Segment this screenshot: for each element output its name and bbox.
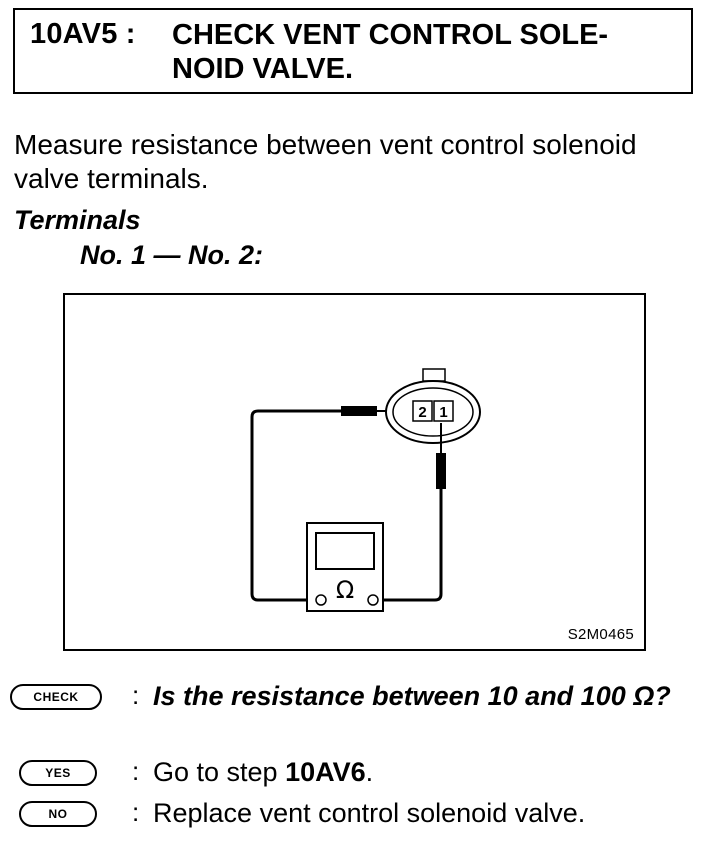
check-colon: : [132,680,140,710]
no-badge: NO [19,801,97,827]
yes-text-suffix: . [365,757,374,787]
check-badge: CHECK [10,684,102,710]
check-question: Is the resistance between 10 and 100 Ω? [153,681,671,711]
no-colon: : [132,797,140,827]
ohmmeter: Ω [306,522,384,612]
step-id: 10AV5 : [30,18,136,50]
yes-text: Go to step 10AV6. [153,756,373,789]
instruction-text: Measure resistance between vent control … [14,129,637,194]
ohm-symbol: Ω [336,576,354,604]
yes-text-prefix: Go to step [153,757,286,787]
probe-right [436,453,446,489]
wiring-diagram: 2 1 Ω [250,368,481,612]
figure-code: S2M0465 [567,626,634,643]
terminal-1-label: 1 [439,404,447,421]
connector-inner [392,387,474,437]
terminals-heading: Terminals [14,205,141,235]
meter-display [315,532,375,570]
terminal-1-box [433,400,454,422]
terminals-value: No. 1 — No. 2: [80,240,264,270]
connector: 2 1 [385,368,481,444]
connector-tab [422,368,446,382]
terminal-2-box [412,400,433,422]
meter-terminal-left [315,594,327,606]
yes-badge: YES [19,760,97,786]
step-header-box: 10AV5 : CHECK VENT CONTROL SOLE- NOID VA… [13,8,693,94]
no-text: Replace vent control solenoid valve. [153,798,586,828]
meter-terminal-right [367,594,379,606]
terminal-2-label: 2 [418,404,426,421]
yes-step-link[interactable]: 10AV6 [285,757,366,787]
wire-right [379,487,443,602]
step-title: CHECK VENT CONTROL SOLE- NOID VALVE. [172,19,609,85]
probe-left [341,406,377,416]
wire-left [250,409,343,602]
wiring-figure: 2 1 Ω S2M0465 [63,293,646,651]
yes-colon: : [132,756,140,786]
